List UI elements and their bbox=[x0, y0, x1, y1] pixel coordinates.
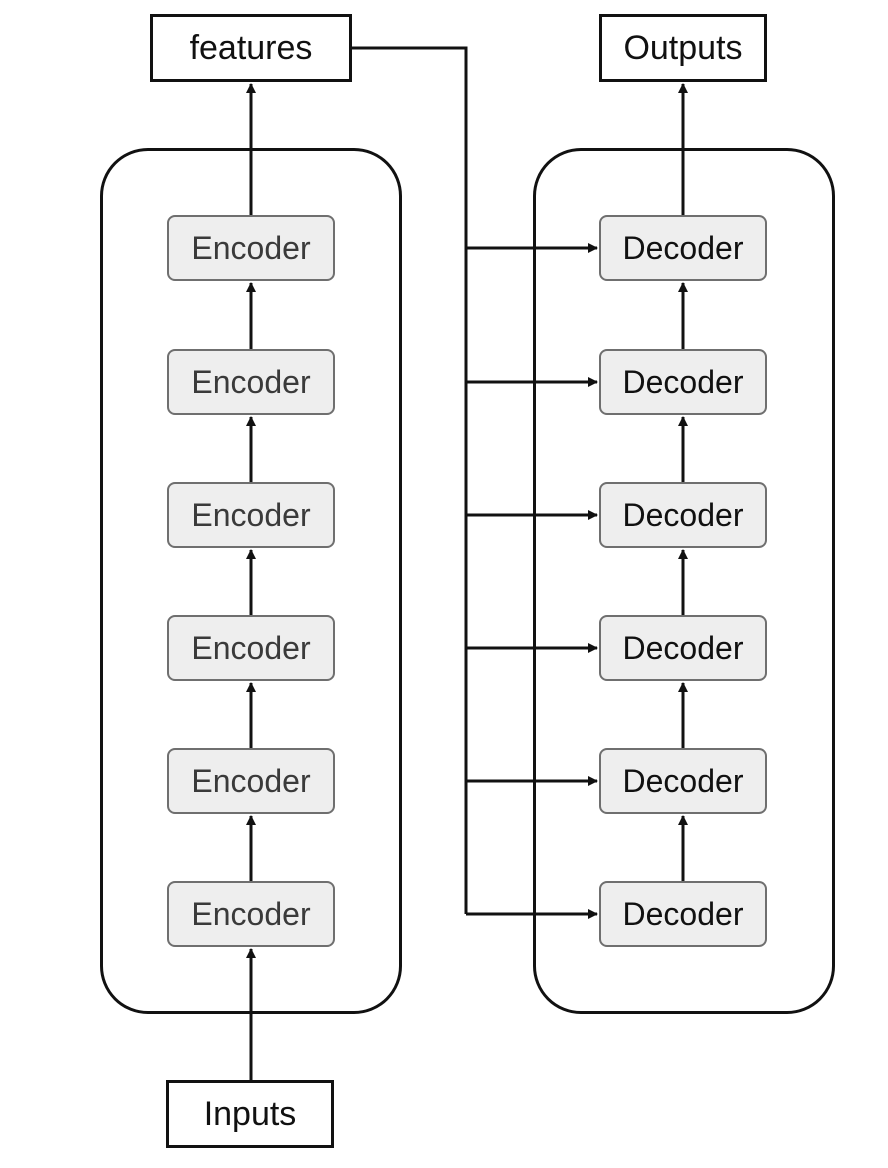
encoder-block: Encoder bbox=[167, 615, 335, 681]
decoder-stack-container bbox=[533, 148, 835, 1014]
encoder-block: Encoder bbox=[167, 349, 335, 415]
decoder-block: Decoder bbox=[599, 615, 767, 681]
encoder-block: Encoder bbox=[167, 482, 335, 548]
decoder-block: Decoder bbox=[599, 881, 767, 947]
features-bus-line bbox=[352, 46, 468, 914]
encoder-block: Encoder bbox=[167, 881, 335, 947]
inputs-box: Inputs bbox=[166, 1080, 334, 1148]
encoder-stack-container bbox=[100, 148, 402, 1014]
decoder-block: Decoder bbox=[599, 482, 767, 548]
decoder-block: Decoder bbox=[599, 215, 767, 281]
features-box: features bbox=[150, 14, 352, 82]
outputs-box: Outputs bbox=[599, 14, 767, 82]
encoder-block: Encoder bbox=[167, 215, 335, 281]
decoder-block: Decoder bbox=[599, 748, 767, 814]
encoder-block: Encoder bbox=[167, 748, 335, 814]
decoder-block: Decoder bbox=[599, 349, 767, 415]
